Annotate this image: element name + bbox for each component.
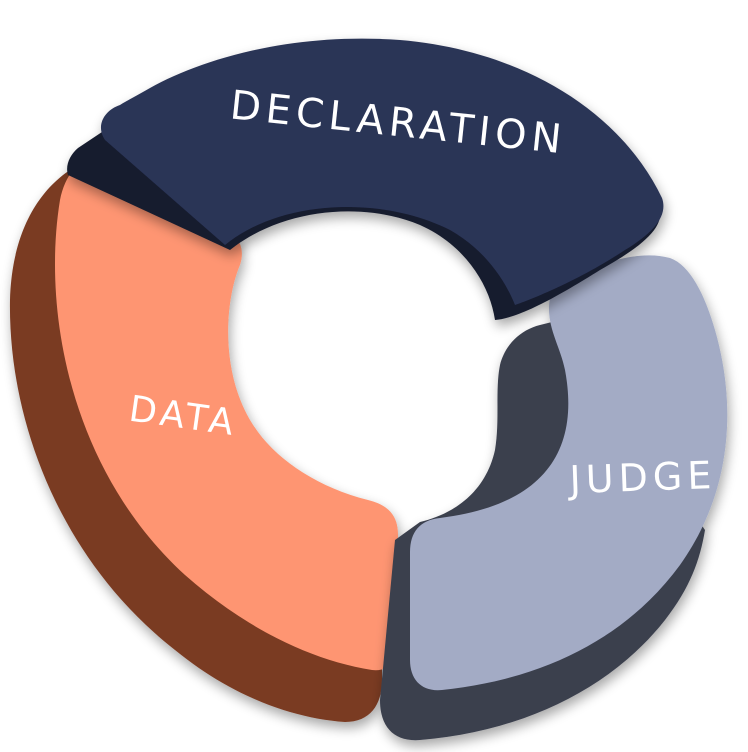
segment-declaration: DECLARATION	[67, 38, 664, 320]
segment-judge-face	[410, 255, 728, 691]
segment-data-side	[9, 170, 383, 722]
segment-judge: JUDGE	[380, 255, 728, 741]
segment-declaration-face	[100, 38, 664, 305]
segment-data-face	[54, 154, 398, 671]
segment-data: DATA	[9, 154, 398, 722]
segment-judge-label: JUDGE	[567, 453, 717, 502]
